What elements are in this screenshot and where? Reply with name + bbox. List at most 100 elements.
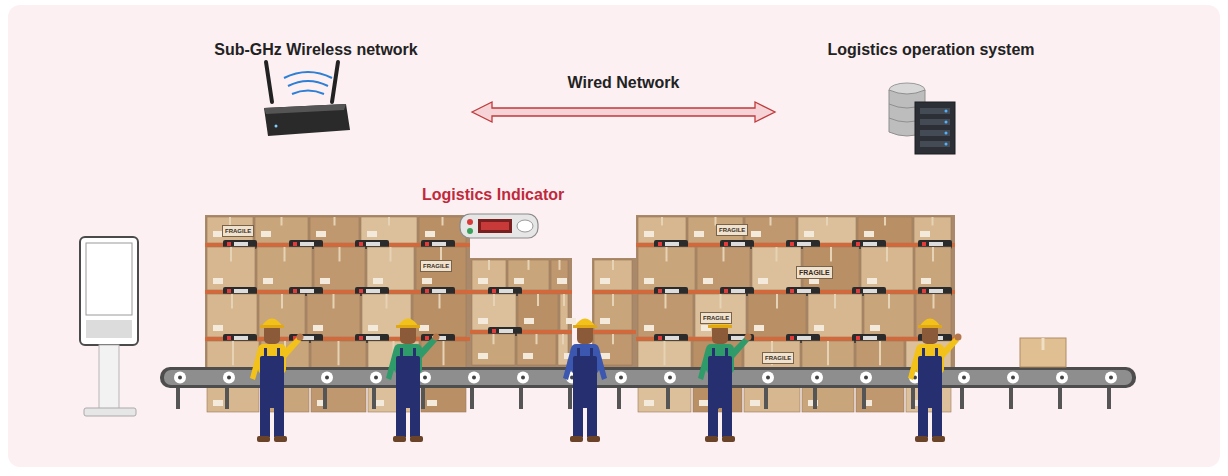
box-sticker xyxy=(373,278,383,284)
conveyor-leg xyxy=(225,385,229,409)
conveyor-roller xyxy=(1056,372,1068,384)
cardboard-box xyxy=(413,294,466,337)
box-sticker xyxy=(367,231,377,237)
box-sticker xyxy=(694,231,704,237)
roller-axle xyxy=(864,376,868,380)
box-tape xyxy=(338,341,340,365)
box-tape xyxy=(232,341,234,365)
cardboard-box xyxy=(361,217,417,243)
indicator-light xyxy=(856,242,860,246)
indicator-button xyxy=(467,228,473,234)
box-tape xyxy=(886,247,888,261)
box-tape xyxy=(493,334,495,344)
worker-boot xyxy=(587,436,600,442)
conveyor-roller xyxy=(370,372,382,384)
conveyor-leg xyxy=(519,385,523,409)
cardboard-box xyxy=(367,247,414,290)
box-tape xyxy=(439,294,441,308)
indicator-display xyxy=(863,242,877,246)
hardhat-brim xyxy=(918,325,942,328)
conveyor-roller xyxy=(517,372,529,384)
cardboard-box xyxy=(864,294,914,337)
indicator-display xyxy=(499,329,513,333)
worker-leg xyxy=(722,405,732,437)
indicator-display xyxy=(665,242,679,246)
worker-hand xyxy=(955,334,962,341)
box-marking: FRAGILE xyxy=(222,225,254,237)
cardboard-box xyxy=(257,247,312,290)
server-node: Logistics operation system xyxy=(775,40,1087,184)
router-body xyxy=(264,104,350,136)
worker-hardhat xyxy=(397,319,419,328)
indicator-display xyxy=(797,336,811,340)
box-sticker xyxy=(703,278,713,284)
box-tape xyxy=(826,217,828,226)
wired-arrow xyxy=(472,102,775,122)
worker-strap xyxy=(725,348,728,358)
worker-hand xyxy=(433,334,440,341)
worker-hand xyxy=(745,334,752,341)
node-heading: Sub-GHz Wireless network xyxy=(160,40,472,60)
box-tape xyxy=(661,217,663,226)
indicator-display xyxy=(863,289,877,293)
indicator-display xyxy=(665,336,679,340)
wireless-network-node: Sub-GHz Wireless network xyxy=(160,40,472,184)
indicator-button xyxy=(467,219,473,225)
box-tape xyxy=(442,217,444,226)
worker-strap xyxy=(922,348,925,358)
box-sticker xyxy=(870,325,880,331)
indicator-digits xyxy=(481,222,509,230)
wireless-wave xyxy=(284,72,332,78)
box-marking: FRAGILE xyxy=(700,312,732,324)
box-sticker xyxy=(600,318,610,324)
worker-boot xyxy=(570,436,583,442)
worker-leg xyxy=(708,405,718,437)
box-sticker xyxy=(920,231,930,237)
cardboard-box xyxy=(551,260,568,290)
box-sticker xyxy=(213,278,223,284)
indicator-light xyxy=(359,242,363,246)
server-led xyxy=(945,110,948,113)
conveyor-roller xyxy=(664,372,676,384)
indicator-enlarged xyxy=(460,214,538,238)
indicator-light xyxy=(359,289,363,293)
indicator-light xyxy=(856,289,860,293)
box-tape xyxy=(281,294,283,308)
box-tape xyxy=(334,217,336,226)
server-icon xyxy=(775,40,1071,184)
cardboard-box xyxy=(419,217,466,243)
box-tape xyxy=(1042,338,1045,350)
conveyor-roller xyxy=(419,372,431,384)
box-marking: FRAGILE xyxy=(796,266,833,279)
conveyor-roller xyxy=(321,372,333,384)
cardboard-box xyxy=(858,217,912,243)
indicator-display xyxy=(300,242,314,246)
hardhat-brim xyxy=(708,325,732,328)
box-sticker xyxy=(478,318,488,324)
box-sticker xyxy=(478,278,488,284)
indicator-light xyxy=(724,289,728,293)
conveyor-leg xyxy=(960,385,964,409)
box-tape xyxy=(388,217,390,226)
box-sticker xyxy=(754,325,764,331)
box-tape xyxy=(933,294,935,308)
cardboard-box xyxy=(560,294,568,330)
worker-boot xyxy=(915,436,928,442)
indicator-light xyxy=(658,289,662,293)
roller-axle xyxy=(178,376,182,380)
conveyor-leg xyxy=(176,385,180,409)
worker-overalls xyxy=(708,356,732,408)
indicator-display xyxy=(731,242,745,246)
worker-strap xyxy=(590,348,593,358)
worker-boot xyxy=(410,436,423,442)
box-tape xyxy=(612,294,614,306)
conveyor-leg xyxy=(764,385,768,409)
box-sticker xyxy=(213,325,223,331)
box-tape xyxy=(770,217,772,226)
box-tape xyxy=(720,294,722,308)
box-tape xyxy=(612,260,614,270)
worker-boot xyxy=(705,436,718,442)
roller-axle xyxy=(472,376,476,380)
indicator-display xyxy=(366,289,380,293)
